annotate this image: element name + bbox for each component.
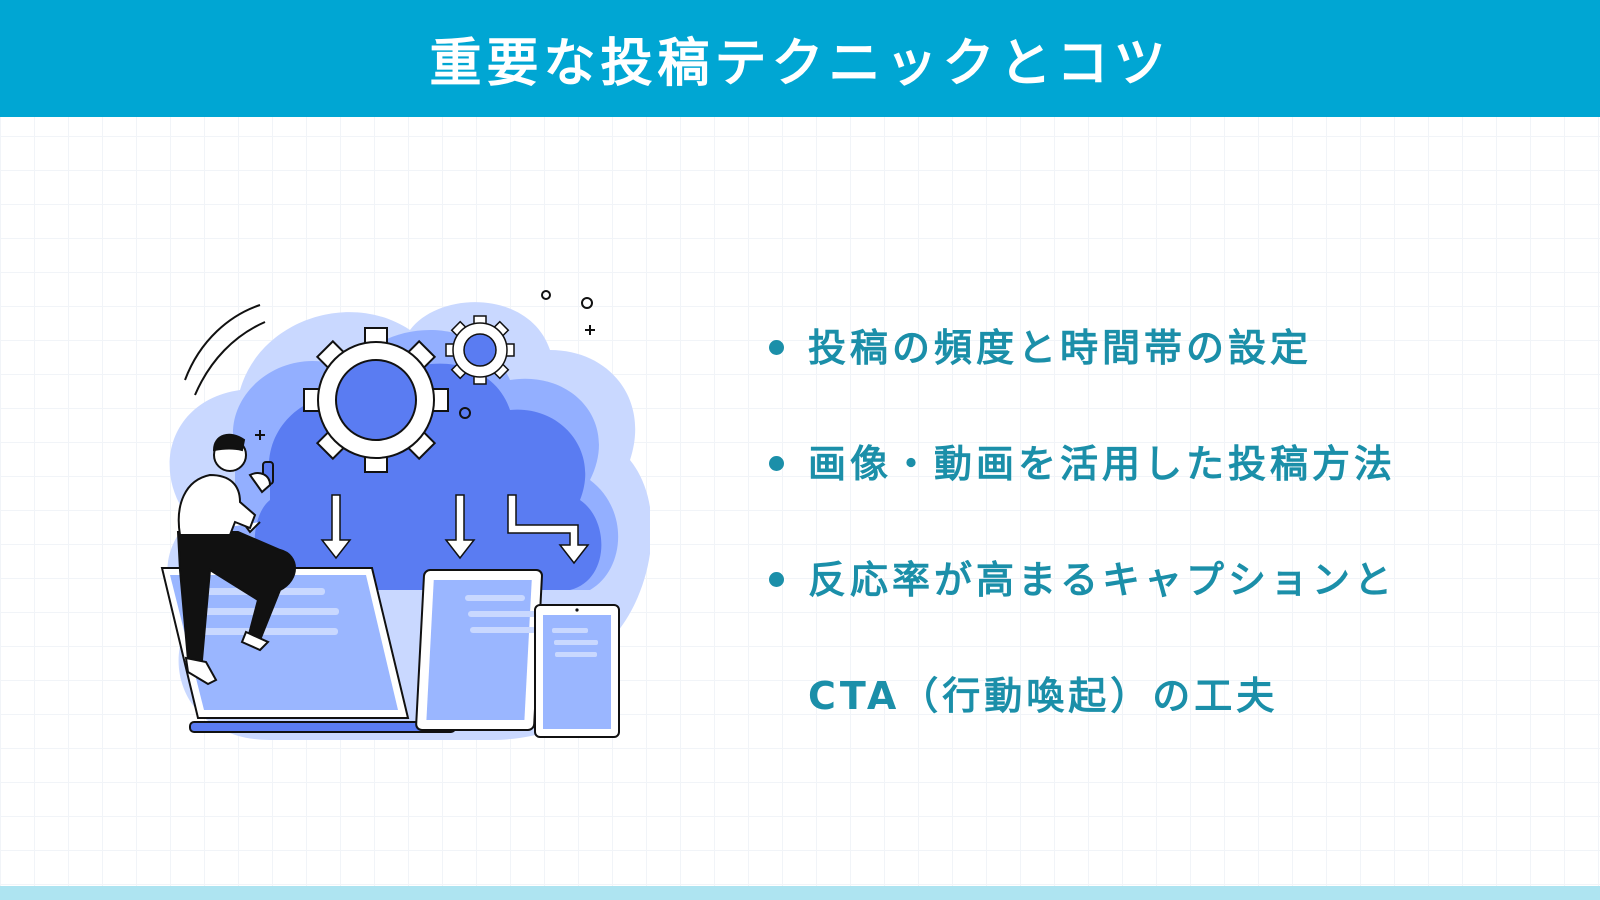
bullet-item: 投稿の頻度と時間帯の設定 bbox=[760, 290, 1560, 406]
laptop-icon bbox=[160, 567, 456, 733]
bullet-list: 投稿の頻度と時間帯の設定 画像・動画を活用した投稿方法 反応率が高まるキャプショ… bbox=[760, 290, 1560, 754]
arrow-down-icon bbox=[320, 494, 590, 565]
bullet-item: 画像・動画を活用した投稿方法 bbox=[760, 406, 1560, 522]
person-icon bbox=[176, 433, 296, 686]
bullet-text-continued: CTA（行動喚起）の工夫 bbox=[808, 674, 1279, 718]
header-bar: 重要な投稿テクニックとコツ bbox=[0, 0, 1600, 117]
gear-icon bbox=[445, 315, 515, 385]
bullet-item: 反応率が高まるキャプションと CTA（行動喚起）の工夫 bbox=[760, 522, 1560, 754]
bullet-dot bbox=[769, 340, 784, 355]
bullet-text: 反応率が高まるキャプションと bbox=[808, 558, 1397, 602]
bullet-dot bbox=[769, 572, 784, 587]
phone-icon bbox=[534, 604, 620, 738]
bottom-band bbox=[0, 886, 1600, 900]
tablet-icon bbox=[415, 569, 543, 731]
gear-icon bbox=[303, 327, 449, 473]
cloud-devices-illustration bbox=[160, 290, 650, 740]
page-title: 重要な投稿テクニックとコツ bbox=[429, 34, 1171, 94]
bullet-text: 画像・動画を活用した投稿方法 bbox=[808, 442, 1397, 486]
bullet-text: 投稿の頻度と時間帯の設定 bbox=[808, 326, 1313, 370]
bullet-dot bbox=[769, 456, 784, 471]
